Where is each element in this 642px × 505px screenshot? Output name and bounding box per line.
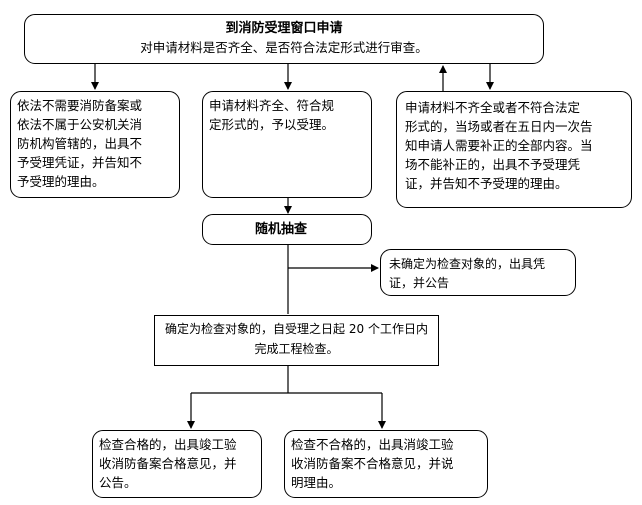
inspection-pass-box: 检查合格的，出具竣工验 收消防备案合格意见，并 公告。 <box>92 430 262 498</box>
branch-not-accepted-jurisdiction: 依法不需要消防备案或 依法不属于公安机关消 防机构管辖的，出具不 予受理凭证，并… <box>10 91 180 198</box>
branch-materials-incomplete: 申请材料不齐全或者不符合法定 形式的，当场或者在五日内一次告 知申请人需要补正的… <box>396 91 632 208</box>
apply-window-title: 到消防受理窗口申请 <box>225 21 343 36</box>
random-check-label: 随机抽查 <box>255 222 308 237</box>
apply-window-box: 到消防受理窗口申请 对申请材料是否齐全、是否符合法定形式进行审查。 <box>24 14 544 64</box>
inspection-fail-box: 检查不合格的，出具消竣工验 收消防备案不合格意见，并说 明理由。 <box>284 430 488 498</box>
apply-window-subtitle: 对申请材料是否齐全、是否符合法定形式进行审查。 <box>140 40 428 55</box>
not-selected-box: 未确定为检查对象的，出具凭 证，并公告 <box>380 249 576 296</box>
random-check-box: 随机抽查 <box>202 214 372 245</box>
branch-accepted: 申请材料齐全、符合规 定形式的，予以受理。 <box>202 91 372 198</box>
selected-for-inspection-box: 确定为检查对象的，自受理之日起 20 个工作日内 完成工程检查。 <box>154 315 439 366</box>
